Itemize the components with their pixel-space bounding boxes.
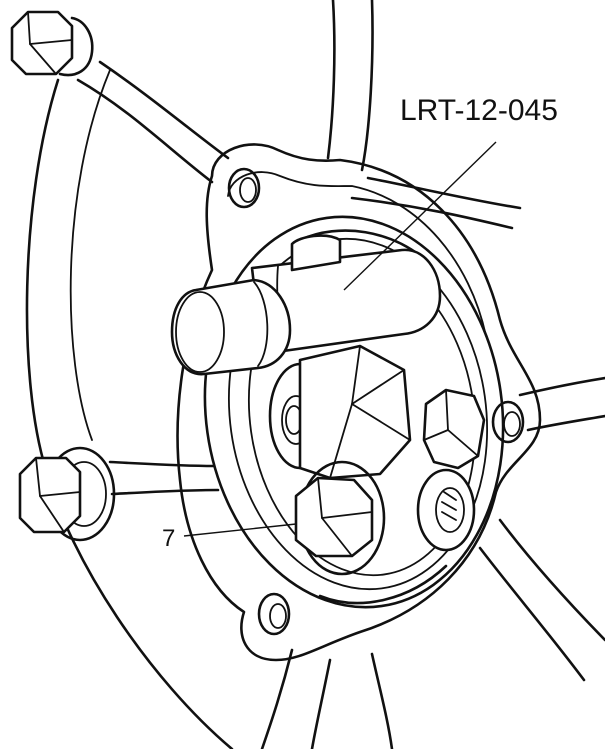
centre-shaft-nut [268,344,412,480]
leader-line-item-7 [183,523,297,537]
capscrew-right [422,388,486,470]
callout-tool-number: LRT-12-045 [400,94,558,127]
special-tool [170,234,442,376]
bolt-lower-left [18,446,116,542]
housing-casting [25,0,605,749]
bolt-upper-left [10,10,94,77]
callout-item-number: 7 [162,525,175,552]
bolt-item-7 [294,460,386,576]
stud-hole-lower-right [416,468,476,552]
leader-line-tool [343,141,497,291]
